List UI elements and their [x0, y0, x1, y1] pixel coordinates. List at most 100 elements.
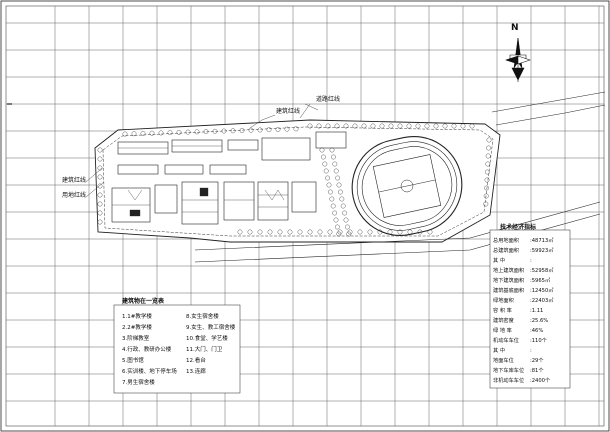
legend-item: 2.2#教学楼: [122, 325, 152, 331]
legend-item: 9.女生、教工宿舍楼: [186, 325, 236, 331]
legend-box-lines: [113, 304, 241, 394]
tree-icon: [330, 154, 336, 160]
building-details: [112, 145, 288, 217]
tech-table-title: 技术经济指标: [500, 224, 537, 231]
tree-icon: [486, 137, 492, 143]
tree-icon: [167, 130, 173, 136]
tech-row-value: :25.6%: [530, 318, 549, 324]
legend-item: 8.女生宿舍楼: [186, 314, 219, 320]
tree-icon: [387, 229, 393, 235]
legend-item: 13.连廊: [186, 369, 206, 375]
tree-icon: [336, 182, 342, 188]
tree-icon: [131, 131, 137, 137]
legend-item: 5.图书馆: [122, 358, 144, 364]
tree-icon: [316, 123, 322, 129]
building-library: [154, 184, 178, 214]
inner-frame: [5, 5, 605, 427]
road-redline-label: 道路红线: [316, 96, 341, 103]
tree-icon: [97, 192, 103, 198]
tree-icon: [194, 129, 200, 135]
tree-icon: [332, 161, 338, 167]
tree-icon: [327, 189, 333, 195]
tech-row-label: 非机动车车位: [493, 378, 525, 384]
tree-icon: [484, 169, 490, 175]
legend-item: 1.1#教学楼: [122, 314, 152, 320]
tree-icon: [212, 128, 218, 134]
tree-icon: [484, 185, 489, 191]
building-lecture: [227, 139, 259, 151]
tree-icon: [335, 175, 340, 181]
building-dorm-north: [261, 137, 311, 161]
legend-item: 10.食堂、学艺楼: [186, 336, 228, 342]
tech-row-value: :59923㎡: [530, 248, 554, 254]
tech-row-value: :22403㎡: [530, 298, 554, 304]
label-leaders: [85, 103, 319, 198]
tree-icon: [122, 131, 128, 137]
tree-icon: [325, 175, 330, 181]
legend-item: 3.阶梯教室: [122, 336, 150, 342]
tech-row-label: 总建筑面积: [493, 248, 519, 254]
legend-item: 11.大门、门卫: [186, 347, 223, 353]
tree-icon: [485, 161, 491, 167]
tree-icon: [185, 129, 191, 135]
tech-row-value: :5965㎡: [530, 278, 551, 284]
tree-icon: [388, 123, 394, 129]
tree-icon: [317, 229, 323, 235]
tree-icon: [486, 145, 491, 151]
tree-icon: [433, 123, 439, 129]
road-south: [194, 201, 601, 251]
tech-row-label: 建筑密度: [493, 318, 514, 324]
tree-icon: [158, 130, 164, 136]
tree-icon: [327, 229, 333, 235]
tree-icon: [326, 182, 332, 188]
tech-row-label: 地下建筑面积: [493, 278, 525, 284]
tree-icon: [361, 123, 367, 129]
tree-icon: [277, 229, 283, 235]
tree-icon: [352, 123, 358, 129]
tree-icon: [97, 174, 103, 180]
land-redline-label: 用地红线: [62, 192, 87, 199]
tech-row-label: 其 中: [493, 258, 506, 264]
building-redline: [102, 126, 494, 237]
road-east: [491, 91, 606, 113]
tree-icon: [140, 131, 146, 136]
tree-icon: [332, 210, 337, 216]
tree-icon: [484, 177, 490, 183]
tree-icon: [176, 129, 182, 135]
tree-icon: [239, 128, 245, 133]
tree-icon: [329, 196, 335, 202]
tree-icon: [330, 203, 336, 209]
tree-icon: [307, 229, 313, 235]
legend-title: 建筑物在一览表: [122, 298, 165, 305]
tree-icon: [97, 210, 103, 216]
tree-icon: [424, 123, 430, 129]
tree-icon: [336, 231, 342, 237]
tech-row-label: 地下车库车位: [493, 368, 525, 374]
tech-row-value: :2400个: [530, 378, 551, 384]
north-label: N: [511, 23, 519, 33]
tree-icon: [247, 229, 253, 235]
tree-icon: [329, 147, 335, 153]
tree-icon: [334, 123, 340, 129]
tree-icon: [237, 229, 243, 235]
tree-icon: [333, 217, 339, 223]
tech-row-label: 地面车位: [493, 358, 514, 364]
tree-icon: [319, 147, 325, 153]
tree-icon: [343, 217, 349, 223]
north-arrow: [505, 37, 531, 82]
tree-icon: [333, 168, 339, 174]
tree-icon: [325, 123, 331, 129]
tree-icon: [97, 183, 103, 189]
tree-icon: [357, 229, 363, 235]
tree-icon: [97, 156, 103, 162]
tech-row-label: 其 中: [493, 348, 506, 354]
tech-row-label: 绿地面积: [493, 298, 514, 304]
tree-icon: [297, 229, 303, 235]
tree-icon: [248, 127, 254, 133]
tree-icon: [469, 123, 475, 129]
legend-item: 6.实训楼、地下停车场: [122, 369, 177, 375]
tech-row-label: 建筑基底面积: [493, 288, 525, 294]
tree-icon: [442, 123, 448, 129]
tech-row-label: 地上建筑面积: [493, 268, 525, 274]
tree-icon: [293, 126, 299, 132]
